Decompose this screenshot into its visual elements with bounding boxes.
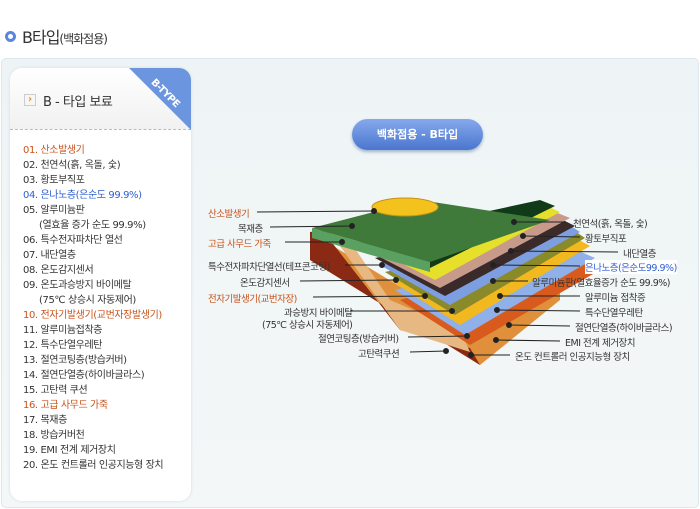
list-item: 17. 목재층: [23, 415, 67, 426]
callout-dot: [493, 337, 499, 343]
callout-line: [407, 335, 468, 338]
left-callout-label: 과승방지 바이메탈: [284, 308, 353, 319]
callout-line: [299, 279, 397, 282]
oxygen-generator-disc: [371, 197, 439, 217]
list-item: 07. 내단열층: [23, 250, 76, 261]
list-item-detail: (열효율 증가 순도 99.9%): [39, 220, 146, 231]
list-item: 19. EMI 전계 제거장치: [23, 445, 116, 456]
callout-line: [409, 350, 447, 353]
component-list-card: › B - 타입 보료 B-TYPE 01. 산소발생기 02. 천연석(흙, 옥…: [10, 68, 191, 501]
list-item: 15. 고탄력 쿠션: [23, 385, 88, 396]
component-list: 01. 산소발생기 02. 천연석(흙, 옥돌, 숯) 03. 황토부직포 04. 은…: [23, 143, 164, 473]
layer-stack-illustration: [310, 197, 600, 365]
title-sub: (백화점용): [59, 32, 108, 46]
callout-dot: [443, 348, 449, 354]
callout-dot: [449, 308, 455, 314]
right-callout-label: EMI 전계 제거장치: [565, 338, 635, 349]
card-title: B - 타입 보료: [43, 95, 113, 110]
bullet-icon: [5, 31, 16, 42]
list-item: 12. 특수단열우레탄: [23, 340, 103, 351]
callout-dot: [494, 307, 500, 313]
right-callout-label: 천연석(흙, 옥돌, 숯): [573, 219, 648, 230]
layer-cushion: [310, 232, 560, 365]
left-callout-label: 고탄력쿠션: [358, 349, 400, 360]
right-callout-label: 특수단열우레탄: [585, 308, 643, 319]
left-callout-label: 온도감지센서: [240, 278, 290, 289]
list-item: 11. 알루미늄접착층: [23, 325, 103, 336]
list-item: 14. 절연단열층(하이바글라스): [23, 370, 145, 381]
callout-line: [495, 339, 561, 342]
list-item: 01. 산소발생기: [23, 145, 85, 156]
callout-line: [256, 210, 375, 213]
callout-dot: [422, 293, 428, 299]
callout-dot: [490, 262, 496, 268]
left-callout-label: 절연코팅층(방습커버): [318, 334, 399, 345]
type-badge-button[interactable]: 백화점용 - B타입: [352, 119, 483, 150]
callout-dot: [511, 219, 517, 225]
layer-stone: [312, 200, 550, 262]
page-title: B타입 (백화점용): [5, 24, 108, 48]
callout-line: [496, 309, 581, 312]
list-item: 13. 절연코팅층(방습커버): [23, 355, 127, 366]
list-item: 09. 온도과승방지 바이메탈: [23, 280, 132, 291]
callout-dot: [497, 293, 503, 299]
right-callout-label: 은나노층(은순도99.9%): [585, 260, 677, 274]
callout-dot: [468, 352, 474, 358]
callout-dot: [379, 262, 385, 268]
list-item-detail: (75℃ 상승시 자동제어): [39, 295, 136, 306]
left-callout-label: 고급 사무드 가죽: [208, 239, 271, 250]
callout-dot: [339, 239, 345, 245]
layer-stone-edge: [312, 228, 430, 272]
callout-line: [522, 235, 581, 238]
list-item: 20. 온도 컨트롤러 인공지능형 장치: [23, 460, 164, 471]
list-item: 04. 은나노층(은순도 99.9%): [23, 190, 142, 201]
list-item: 16. 고급 사무드 가죽: [23, 400, 108, 411]
list-item: 06. 특수전자파차단 열선: [23, 235, 123, 246]
left-callout-label: 목재층: [238, 224, 263, 235]
callout-dot: [508, 248, 514, 254]
callout-dot: [520, 233, 526, 239]
callout-line: [269, 225, 353, 228]
callout-line: [510, 250, 619, 253]
right-callout-label: 알루미늄 접착증: [585, 293, 646, 304]
right-callout-label: 온도 컨트롤러 인공지능형 장치: [515, 352, 630, 363]
callout-dot: [506, 322, 512, 328]
list-item: 10. 전자기발생기(교번자장발생기): [23, 310, 162, 321]
left-callout-label: 산소발생기: [208, 209, 250, 220]
callout-line: [508, 324, 571, 327]
list-item: 08. 온도감지센서: [23, 265, 94, 276]
callout-dot: [393, 277, 399, 283]
corner-ribbon: [129, 68, 191, 130]
callout-line: [492, 264, 581, 267]
list-item: 18. 방습커버천: [23, 430, 85, 441]
list-item: 05. 알루미늄판: [23, 205, 85, 216]
callout-dot: [490, 278, 496, 284]
callout-line: [312, 295, 426, 298]
callout-dot: [349, 223, 355, 229]
chevron-right-icon: ›: [24, 94, 36, 106]
right-callout-label: 절연단열층(하이바글라스): [575, 323, 673, 334]
card-header: › B - 타입 보료 B-TYPE: [10, 68, 191, 130]
list-item: 03. 황토부직포: [23, 175, 85, 186]
callout-dot: [371, 208, 377, 214]
right-callout-label: 알루미늄판(열효율증가 순도 99.9%): [532, 278, 671, 289]
title-main: B타입: [22, 28, 60, 47]
list-item: 02. 천연석(흙, 옥돌, 숯): [23, 160, 121, 171]
left-callout-label: (75℃ 상승시 자동제어): [262, 320, 353, 331]
right-callout-label: 내단열층: [623, 249, 656, 260]
left-callout-label: 특수전자파차단열선(테프콘코팅): [208, 262, 330, 273]
callout-dot: [464, 333, 470, 339]
right-callout-label: 황토부직포: [585, 234, 627, 245]
left-callout-label: 전자기발생기(교번자장): [208, 294, 297, 305]
